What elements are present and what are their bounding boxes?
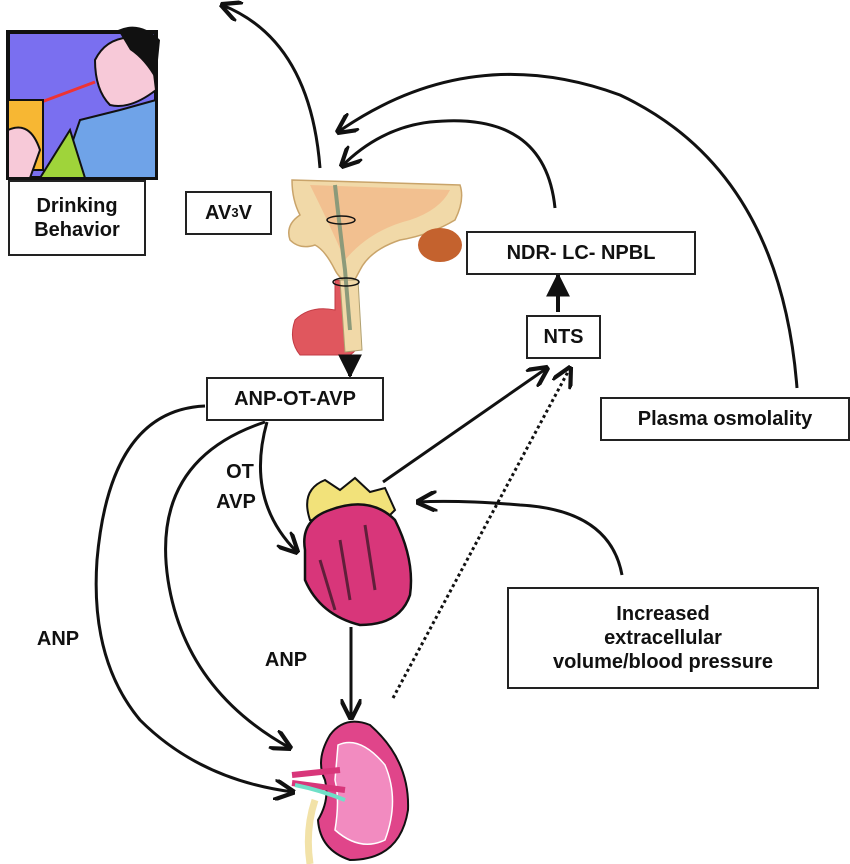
av3v-subscript: 3 bbox=[231, 205, 239, 220]
nts-box: NTS bbox=[526, 315, 601, 359]
edge-increased-to-heart bbox=[418, 501, 624, 576]
drinking-person-illustration bbox=[6, 26, 160, 180]
plasma-osmolality-label: Plasma osmolality bbox=[637, 408, 813, 430]
edge-label-avp: AVP bbox=[216, 491, 256, 513]
edge-label-anp-left: ANP bbox=[36, 628, 80, 650]
edge-label-anp-mid: ANP bbox=[264, 649, 308, 671]
edge-ndr-to-av3v bbox=[342, 119, 557, 209]
edge-anp-ot-avp-to-kidney bbox=[164, 420, 290, 748]
kidney-illustration bbox=[291, 720, 410, 864]
anp-ot-avp-label: ANP-OT-AVP bbox=[234, 388, 356, 410]
edge-heart-to-nts bbox=[382, 368, 547, 484]
nts-label: NTS bbox=[543, 326, 584, 348]
heart-illustration bbox=[303, 476, 413, 627]
drinking-behavior-line2: Behavior bbox=[34, 219, 120, 241]
edge-kidney-to-nts-dotted bbox=[391, 368, 570, 699]
drinking-behavior-line1: Drinking bbox=[36, 195, 118, 217]
edge-av3v-to-drinking bbox=[222, 5, 322, 169]
increased-line2: extracellular bbox=[604, 627, 722, 649]
brain-illustration bbox=[288, 179, 463, 356]
increased-line1: Increased bbox=[616, 603, 710, 625]
ndr-lc-npbl-box: NDR- LC- NPBL bbox=[466, 231, 696, 275]
edge-anp-ot-avp-to-kidney-anp bbox=[94, 404, 293, 792]
anp-ot-avp-box: ANP-OT-AVP bbox=[206, 377, 384, 421]
increased-volume-box: Increased extracellular volume/blood pre… bbox=[507, 587, 819, 689]
edge-plasma-to-av3v bbox=[338, 72, 799, 389]
edge-label-ot: OT bbox=[226, 461, 254, 483]
increased-line3: volume/blood pressure bbox=[552, 651, 774, 673]
edge-anp-ot-avp-to-heart bbox=[258, 421, 297, 552]
ndr-lc-npbl-label: NDR- LC- NPBL bbox=[506, 242, 656, 264]
av3v-suffix: V bbox=[238, 202, 252, 224]
av3v-prefix: AV bbox=[205, 202, 232, 224]
plasma-osmolality-box: Plasma osmolality bbox=[600, 397, 850, 441]
